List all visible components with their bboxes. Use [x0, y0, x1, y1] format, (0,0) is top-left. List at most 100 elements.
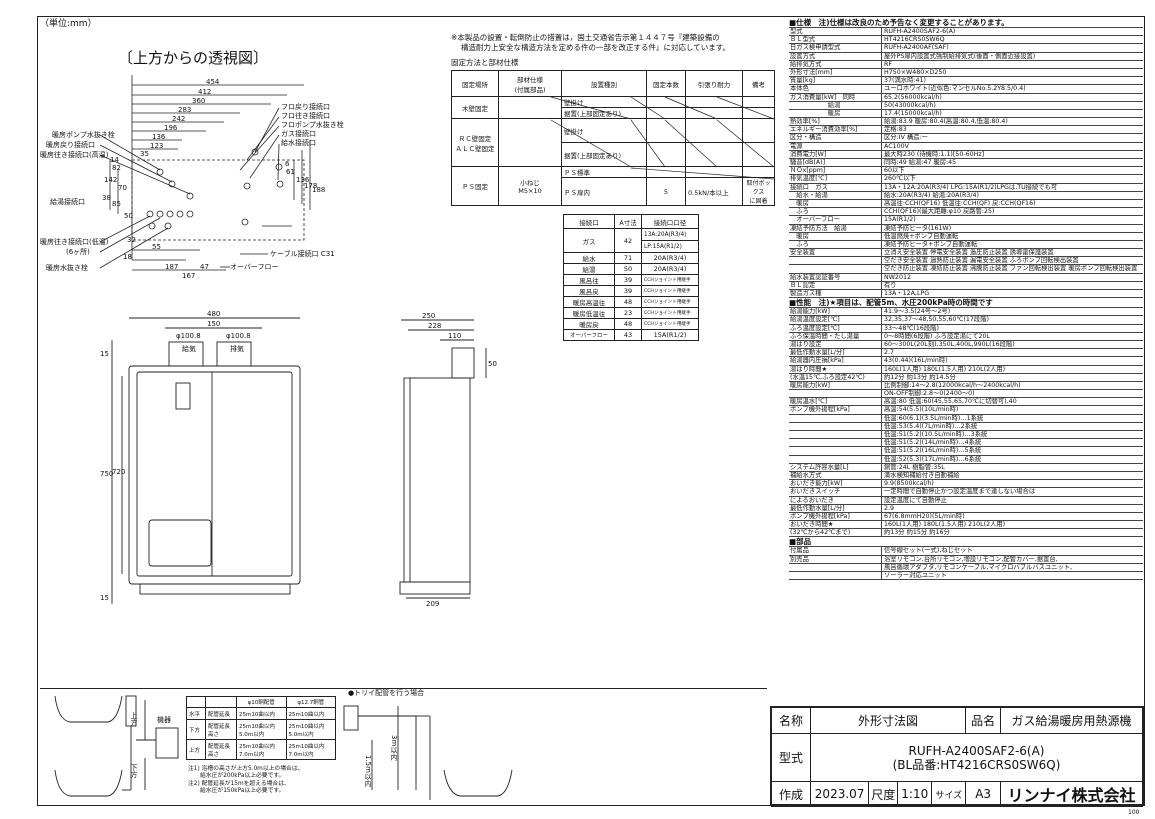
spec-row: 給湯温度設定[℃]32,35,37〜48,50,55,60℃(17段階) [789, 316, 1143, 325]
spec-row: 消費電力[W]最大時230 (待機時:1.1)[50-60Hz] [789, 150, 1143, 159]
spec-key [789, 455, 882, 463]
spec-value: 区分:IV 構造:ー [884, 134, 928, 142]
spec-key: 最低作動水量[L/分] [789, 504, 882, 512]
piping-note: 給水圧が200kPa以上必要です。 [200, 773, 285, 779]
front-dim: 750 [100, 470, 114, 478]
fix-note: 取付ボックス に固着 [742, 177, 775, 206]
dim-label: 55 [152, 243, 161, 251]
piping-label: 3m以内 [390, 735, 398, 761]
spec-value: 低温:51(5.2)(10.5L/min時)…3系統 [884, 431, 988, 438]
spec-key: 区分・構造 [789, 134, 882, 142]
front-dim: 150 [207, 320, 221, 328]
spec-key: 暖房能力[kW] [789, 381, 882, 390]
spec-value: 2.7 [884, 349, 895, 357]
conn-name: オーバーフロー [563, 329, 615, 341]
spec-key [789, 447, 882, 455]
callout-label: ガス接続口 [281, 130, 316, 138]
spec-key: 湯はり設定 [789, 340, 882, 349]
conn-header: 接続口口径 [641, 214, 699, 229]
spec-row: エネルギー消費効率[%]定格:83 [789, 126, 1143, 135]
spec-row: 熱効率[%]給湯:83.9 暖房:80.4(高温:80.4,低温:80.4) [789, 118, 1143, 127]
piping-label: 1.5m以内 [364, 755, 372, 787]
spec-key: (水温15℃,ふろ設定42℃) [789, 373, 882, 381]
dim-label: 188 [312, 186, 326, 194]
title-block: 名称 外形寸法図 品名 ガス給湯暖房用熱源機 型式 RUFH-A2400SAF2… [770, 706, 1144, 807]
piping-label: 下方 [130, 764, 138, 778]
callout-label: 暖房戻り接続口 [46, 141, 95, 149]
dim-label: 123 [150, 142, 164, 150]
spec-row: (水温15℃,ふろ設定42℃)約12分 約13分 約14.5分 [789, 373, 1143, 382]
spec-key: ＮＯx[ppm] [789, 167, 882, 175]
fix-title: 固定方法と部材仕様 [451, 58, 519, 67]
dim-label: 6 [285, 160, 290, 168]
side-dim: 50 [488, 360, 497, 368]
spec-row: 暖房高温往:CCH(QF16) 低温往:CCH(QF) 戻:CCH(QF16) [789, 199, 1143, 209]
spec-value: 50(43000kcal/h) [884, 101, 936, 109]
spec-row: 湯はり時間★160L(1人用) 180L(1.5人用) 210L(2人用) [789, 365, 1143, 374]
piping-cell: 25m10曲以内 [285, 707, 336, 720]
spec-key: 外形寸法[mm] [789, 68, 882, 77]
spec-key: 消費電力[W] [789, 150, 882, 158]
front-dim: 排気 [230, 345, 244, 353]
spec-key [789, 414, 882, 422]
spec-key: 型式 [789, 28, 882, 36]
piping-cell: 配管延長 [205, 707, 237, 720]
piping-cell: 25m10曲以内 5.0m以内 [236, 719, 287, 740]
spec-key: 安全装置 [789, 249, 882, 257]
piping-cell: 25m10曲以内 7.0m以内 [236, 739, 287, 760]
made-label: 作成 [771, 781, 811, 807]
dim-label: 38 [102, 194, 111, 202]
callout-label: 暖房往き接続口(高温) [40, 151, 109, 159]
spec-key: (32℃から42℃まで) [789, 529, 882, 537]
spec-key: 暖房温水[℃] [789, 398, 882, 406]
spec-key: ふろ保温時間・たし湯量 [789, 332, 882, 340]
spec-key: 排気温度[℃] [789, 175, 882, 183]
spec-key: 別売品 [789, 555, 882, 563]
spec-value: 浴室リモコン,台所リモコン,増設リモコン,配管カバー,据置台, [884, 555, 1058, 563]
spec-value: ソーラー対応ユニット [884, 572, 947, 579]
spec-value: 低温:51(5.2)(14L/min時)…4系統 [884, 439, 982, 447]
spec-row: 低温:53(5.4)(7L/min時)…2系統 [789, 422, 1143, 431]
spec-value: CCH(QF16)(最大距離:φ10 戻路管:25) [884, 208, 995, 216]
spec-value: AC100V [884, 142, 909, 150]
spec-row: 暖房温水[℃]高温:80 低温:60(45,55,65,70℃に切替可),40 [789, 398, 1143, 407]
spec-row: ふろ温度設定[℃]33〜48℃(16段階) [789, 324, 1143, 333]
spec-value: RUFH-A2400AF(SAF) [884, 44, 949, 52]
spec-value: 高温往:CCH(QF16) 低温往:CCH(QF) 戻:CCH(QF16) [884, 199, 1036, 207]
dim-label: 32 [127, 236, 136, 244]
spec-key: 凍結予防方法 給湯 [789, 224, 882, 232]
spec-key: ガス消費量[kW] 同時 [789, 93, 882, 101]
spec-value: RF [884, 60, 892, 68]
spec-key [789, 431, 882, 439]
spec-row: 区分・構造区分:IV 構造:ー [789, 134, 1143, 143]
spec-key: ふろ温度設定[℃] [789, 324, 882, 332]
spec-key: おいだき能力[kW] [789, 480, 882, 488]
dim-label: 61 [286, 168, 295, 176]
dim-label: 454 [206, 78, 220, 86]
dim-label: 136 [152, 133, 166, 141]
callout-label: ケーブル接続口 C31 [270, 250, 335, 258]
spec-value: 満水検知補給付き自動補給 [884, 471, 960, 479]
spec-value: 空だき防止装置 凍結防止装置 沸騰防止装置 ファン回転検出装置 暖房ポンプ回転検… [884, 265, 1138, 273]
piping-section [40, 688, 767, 806]
piping-cell: 25m10曲以内 7.0m以内 [285, 739, 336, 760]
dim-label: 360 [192, 97, 206, 105]
dim-label: 14 [110, 156, 119, 164]
spec-value: 凍結予防ヒータ(161W) [884, 224, 952, 232]
spec-row: 騒音[dB(A)]同時:49 給湯:47 暖房:45 [789, 159, 1143, 168]
spec-row: 質量[kg]37(満水時:41) [789, 77, 1143, 86]
fix-member: 小ねじ M5×10 [498, 166, 562, 206]
spec-value: 33〜48℃(16段階) [884, 324, 939, 332]
spec-row: ＮＯx[ppm]60以下 [789, 167, 1143, 176]
spec-row: 別売品浴室リモコン,台所リモコン,増設リモコン,配管カバー,据置台, [789, 555, 1143, 564]
front-dim: φ100.8 [176, 332, 201, 340]
unit-label: （単位:mm） [40, 19, 97, 29]
callout-label: オーバーフロー [230, 263, 279, 271]
piping-cell: 上方 [186, 739, 206, 760]
spec-row: 安全装置立消え安全装置 停電安全装置 過圧防止装置 誘導雷保護装置 [789, 249, 1143, 258]
